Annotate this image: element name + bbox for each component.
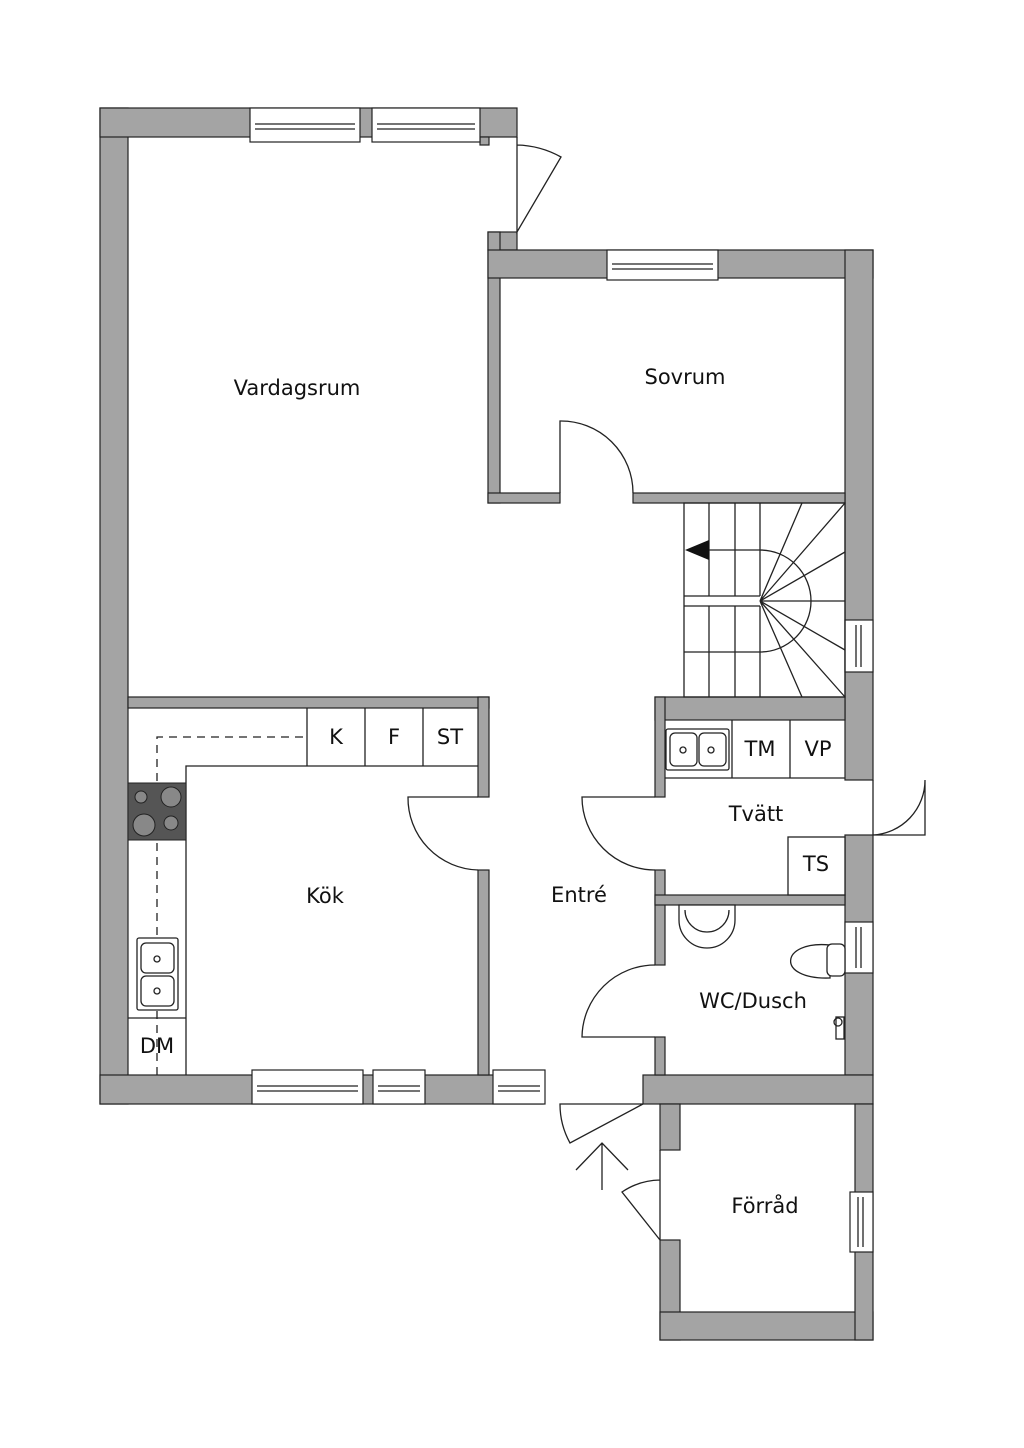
bathroom-fixtures [678,904,846,1040]
washbasin-icon [678,904,736,949]
laundry-counter [665,720,846,896]
walls [99,107,874,1341]
bathroom-door [581,964,656,1038]
fixture-label-freezer: F [388,725,400,749]
fixture-label-dryer: TS [802,852,829,876]
kitchen-counter [127,708,478,1075]
room-label-forrad: Förråd [731,1193,798,1218]
stair-direction-arrow-icon [685,540,709,560]
fixture-label-washing-machine: TM [744,737,776,761]
room-label-sovrum: Sovrum [644,365,725,389]
laundry-outer-door [872,779,926,836]
entrance-door [559,1103,644,1144]
fixture-label-heat-pump: VP [804,737,831,761]
room-label-entre: Entré [551,883,607,907]
kitchen-sink-icon [136,937,179,1011]
storage-door [621,1150,661,1241]
doors [407,137,926,1241]
laundry-sink-icon [665,728,730,771]
entrance-arrow-icon [575,1142,629,1190]
room-label-vardagsrum: Vardagsrum [234,376,361,400]
fixture-label-fridge: K [329,725,344,749]
room-label-tvatt: Tvätt [728,802,784,826]
windows [249,107,874,1253]
laundry-door [581,796,656,871]
shower-icon [833,1016,845,1040]
kitchen-door [407,796,479,871]
toilet-icon [790,943,831,979]
bedroom-door [559,420,634,494]
room-label-wc-dusch: WC/Dusch [699,989,807,1013]
fixture-label-dishwasher: DM [140,1034,174,1058]
balcony-door [516,137,562,235]
room-label-kok: Kök [306,884,345,908]
staircase [683,502,846,698]
fixture-label-cabinet: ST [437,725,463,749]
